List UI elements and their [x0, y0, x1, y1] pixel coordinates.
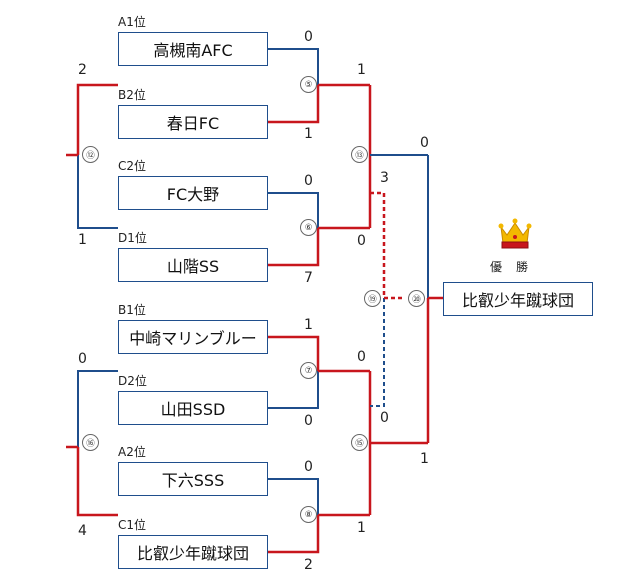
team-name: FC大野	[166, 185, 220, 204]
score-m8-top: 0	[304, 459, 313, 475]
score-m16-bottom: 4	[78, 523, 87, 539]
team-box-shimoroku: 下六SSS	[118, 462, 268, 496]
team-box-hiei: 比叡少年蹴球団	[118, 535, 268, 569]
score-m6-bottom: 7	[304, 270, 313, 286]
score-m19-top: 3	[380, 170, 389, 186]
match-number-13: ⑬	[351, 146, 368, 163]
seed-label-c2: C2位	[118, 159, 147, 173]
team-name: 山田SSD	[160, 400, 226, 419]
match-number-5: ⑤	[300, 76, 317, 93]
seed-label-d1: D1位	[118, 231, 147, 245]
team-name: 中崎マリンブルー	[129, 329, 257, 348]
match-number-15: ⑮	[351, 434, 368, 451]
match-5-lines	[268, 48, 370, 124]
champion-label: 優 勝	[490, 260, 530, 274]
team-name: 春日FC	[166, 114, 220, 133]
team-box-yamashina: 山階SS	[118, 248, 268, 282]
seed-label-a2: A2位	[118, 445, 146, 459]
match-20-lines	[426, 155, 443, 443]
seed-label-b1: B1位	[118, 303, 146, 317]
score-m20-bottom: 1	[420, 451, 429, 467]
score-m19-bottom: 0	[380, 410, 389, 426]
match-number-16: ⑯	[82, 434, 99, 451]
score-m12-bottom: 1	[78, 232, 87, 248]
crown-icon	[498, 218, 532, 249]
match-19-lines	[370, 191, 402, 407]
match-13-lines	[368, 85, 428, 228]
match-number-8: ⑧	[300, 506, 317, 523]
team-box-nakazaki: 中崎マリンブルー	[118, 320, 268, 354]
score-m8-bottom: 2	[304, 557, 313, 573]
team-box-takatsukiminami: 高槻南AFC	[118, 32, 268, 66]
score-m15-top: 0	[357, 349, 366, 365]
team-name: 山階SS	[166, 257, 220, 276]
score-m7-top: 1	[304, 317, 313, 333]
seed-label-c1: C1位	[118, 518, 147, 532]
match-number-12: ⑫	[82, 146, 99, 163]
match-7-lines	[268, 335, 370, 409]
match-15-lines	[368, 371, 428, 515]
match-8-lines	[268, 478, 370, 554]
score-m7-bottom: 0	[304, 413, 313, 429]
score-m13-bottom: 0	[357, 233, 366, 249]
match-12-lines	[66, 83, 118, 229]
seed-label-a1: A1位	[118, 15, 146, 29]
team-box-fc-ono: FC大野	[118, 176, 268, 210]
team-box-yamada: 山田SSD	[118, 391, 268, 425]
seed-label-d2: D2位	[118, 374, 147, 388]
score-m5-top: 0	[304, 29, 313, 45]
score-m15-bottom: 1	[357, 520, 366, 536]
team-name: 高槻南AFC	[153, 41, 233, 60]
match-16-lines	[66, 370, 118, 517]
team-box-kasuga: 春日FC	[118, 105, 268, 139]
score-m6-top: 0	[304, 173, 313, 189]
score-m13-top: 1	[357, 62, 366, 78]
match-number-20: ⑳	[408, 290, 425, 307]
match-number-19: ⑲	[364, 290, 381, 307]
champion-name: 比叡少年蹴球団	[461, 291, 574, 310]
champion-box: 比叡少年蹴球団	[443, 282, 593, 316]
score-m12-top: 2	[78, 62, 87, 78]
match-6-lines	[268, 192, 370, 267]
score-m20-top: 0	[420, 135, 429, 151]
match-number-6: ⑥	[300, 219, 317, 236]
team-name: 下六SSS	[161, 471, 225, 490]
score-m16-top: 0	[78, 351, 87, 367]
match-number-7: ⑦	[300, 362, 317, 379]
team-name: 比叡少年蹴球団	[136, 544, 249, 563]
score-m5-bottom: 1	[304, 126, 313, 142]
seed-label-b2: B2位	[118, 88, 146, 102]
